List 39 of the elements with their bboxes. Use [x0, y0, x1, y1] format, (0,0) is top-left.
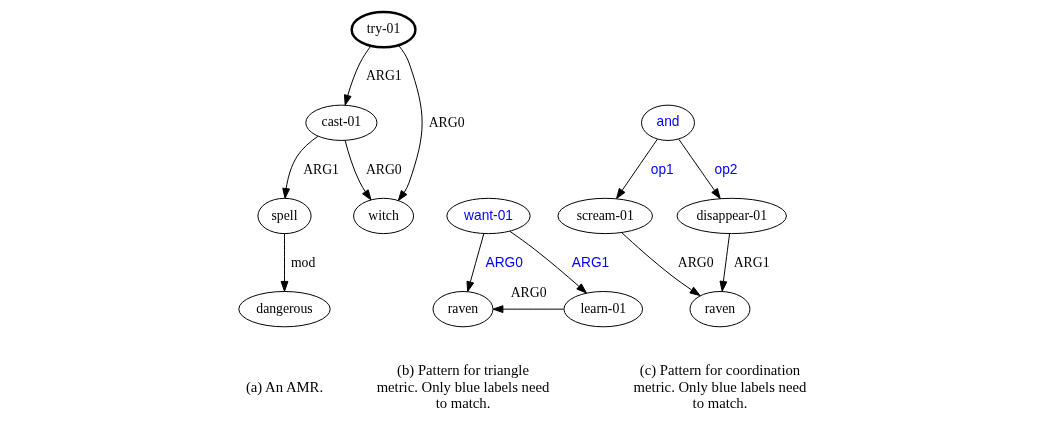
label: (a) An AMR.	[245, 378, 324, 395]
arrow	[492, 305, 565, 314]
arrow	[344, 140, 372, 201]
edge-label: ARG0	[510, 285, 547, 301]
node-ellipse: disappear-01	[676, 197, 787, 235]
arrow	[466, 233, 485, 293]
arrow	[509, 230, 587, 294]
edge-label: ARG0	[365, 161, 402, 177]
edge-label: op2	[714, 161, 738, 177]
node-ellipse: try-01	[350, 10, 417, 49]
node-ellipse: raven	[432, 291, 494, 328]
arrow	[397, 44, 423, 201]
node-ellipse: witch	[353, 197, 415, 235]
node-ellipse: scream-01	[557, 197, 653, 235]
arrow	[621, 232, 701, 296]
node-ellipse: dangerous	[238, 291, 331, 328]
arrow	[678, 138, 721, 199]
edge-label: ARG0	[677, 254, 714, 270]
edge-label: ARG1	[365, 68, 402, 84]
node-ellipse: learn-01	[563, 291, 644, 328]
edge-label: ARG0	[428, 114, 465, 130]
arrow	[280, 233, 289, 292]
arrow	[616, 138, 658, 199]
label: (b) Pattern for triangle metric. Only blue labels need to match.	[376, 361, 550, 412]
edge-label: op1	[650, 161, 674, 177]
node-ellipse: want-01	[446, 197, 531, 235]
edge-label: mod	[290, 254, 316, 270]
node-ellipse: raven	[689, 291, 751, 328]
edge-label: ARG1	[733, 254, 770, 270]
node-ellipse: and	[641, 104, 695, 141]
edge-label: ARG1	[303, 161, 339, 177]
node-ellipse: spell	[257, 197, 312, 235]
edge-label: ARG1	[571, 254, 610, 270]
edge-label: ARG0	[485, 254, 523, 270]
arrow	[343, 45, 372, 106]
arrow	[282, 135, 319, 199]
arrow	[719, 233, 731, 292]
label: (c) Pattern for coordination metric. Only blue labels need to match.	[633, 361, 807, 412]
node-ellipse: cast-01	[305, 104, 378, 141]
